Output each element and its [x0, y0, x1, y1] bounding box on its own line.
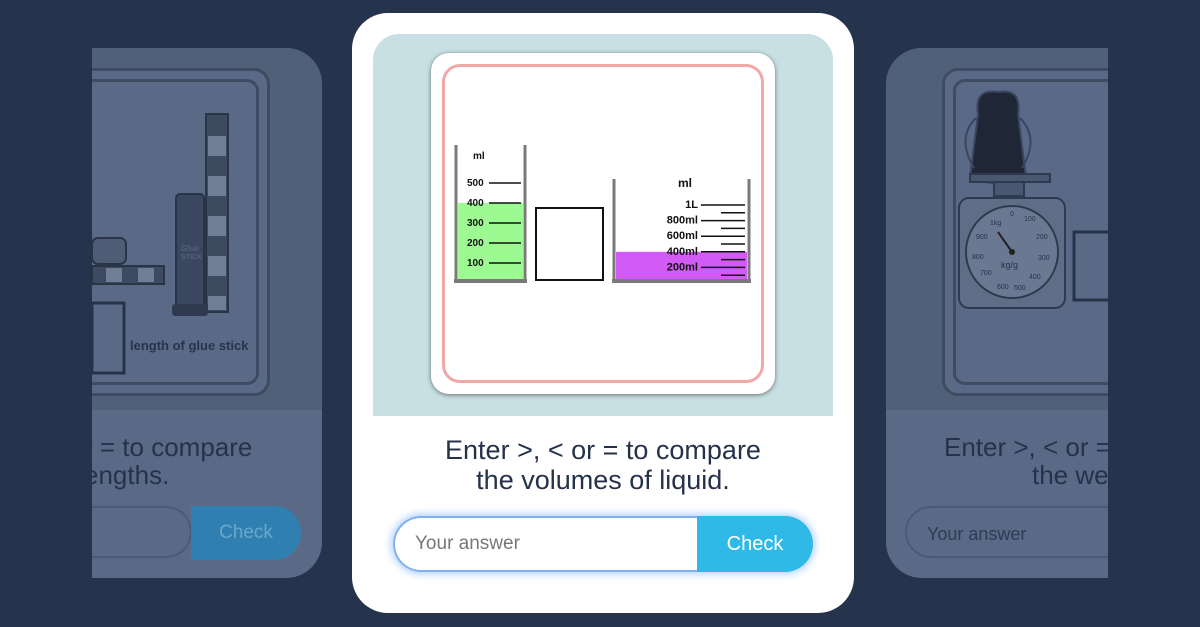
right-beaker-tick-label: 400ml	[667, 246, 698, 258]
right-beaker-tick-label: 600ml	[667, 230, 698, 242]
next-question-picture-area: kg/g 0 100 200 300 400 500 600 700 800 9…	[886, 48, 1108, 410]
beakers-picture: 500 400 300 200 100 ml 1L 800ml 600ml 400ml 200m…	[454, 145, 751, 283]
weighing-scale-picture	[958, 90, 1108, 309]
left-beaker-unit: ml	[473, 151, 485, 162]
question-prompt-line-1: Enter >, < or = to compare	[445, 435, 761, 465]
right-beaker-tick-label: 1L	[685, 199, 698, 211]
previous-question-picture-area: Glue STICK length of glue stick	[92, 48, 322, 410]
left-beaker-liquid	[458, 203, 523, 280]
glue-stick-icon	[175, 193, 205, 313]
right-beaker-unit: ml	[678, 176, 692, 190]
bag-icon	[968, 90, 1028, 184]
previous-answer-input	[92, 506, 192, 558]
left-beaker-tick-label: 100	[467, 258, 484, 269]
glue-stick-text: STICK	[181, 254, 202, 261]
answer-input[interactable]	[393, 516, 699, 572]
comparison-box	[535, 207, 604, 281]
glue-stick-picture	[92, 113, 229, 375]
left-beaker-tick-label: 300	[467, 218, 484, 229]
question-prompt: Enter >, < or = to compare the volumes o…	[352, 435, 854, 495]
next-question-card: kg/g 0 100 200 300 400 500 600 700 800 9…	[886, 48, 1108, 578]
next-question-prompt: Enter >, < or = the we	[944, 432, 1108, 490]
answer-form: Check	[393, 516, 813, 572]
check-button[interactable]: Check	[697, 516, 813, 572]
right-beaker: 1L 800ml 600ml 400ml 200ml ml	[612, 176, 751, 283]
previous-question-prompt: r = to compare engths.	[92, 432, 253, 490]
picture-caption: length of glue stick	[130, 338, 249, 353]
left-beaker-tick-label: 500	[467, 178, 484, 189]
right-beaker-tick-label: 200ml	[667, 261, 698, 273]
question-picture-area: 500 400 300 200 100 ml 1L 800ml 600ml 400ml 200m…	[373, 34, 833, 416]
question-prompt-line-2: the volumes of liquid.	[476, 465, 730, 495]
left-beaker-tick-label: 400	[467, 198, 484, 209]
question-picture-card: 500 400 300 200 100 ml 1L 800ml 600ml 400ml 200m…	[431, 53, 775, 394]
previous-check-button: Check	[191, 506, 301, 560]
left-beaker-tick-label: 200	[467, 238, 484, 249]
glue-stick-text: Glue	[181, 244, 199, 253]
previous-answer-box	[92, 301, 126, 375]
question-card: 500 400 300 200 100 ml 1L 800ml 600ml 400ml 200m…	[352, 13, 854, 613]
previous-question-card: Glue STICK length of glue stick r = to c…	[92, 48, 322, 578]
scale-unit-label: kg/g	[1001, 260, 1019, 270]
next-answer-input: Your answer	[905, 506, 1108, 558]
right-beaker-tick-label: 800ml	[667, 215, 698, 227]
left-beaker: 500 400 300 200 100 ml	[454, 145, 527, 283]
picture-border	[442, 64, 764, 383]
next-answer-box	[1072, 230, 1108, 302]
